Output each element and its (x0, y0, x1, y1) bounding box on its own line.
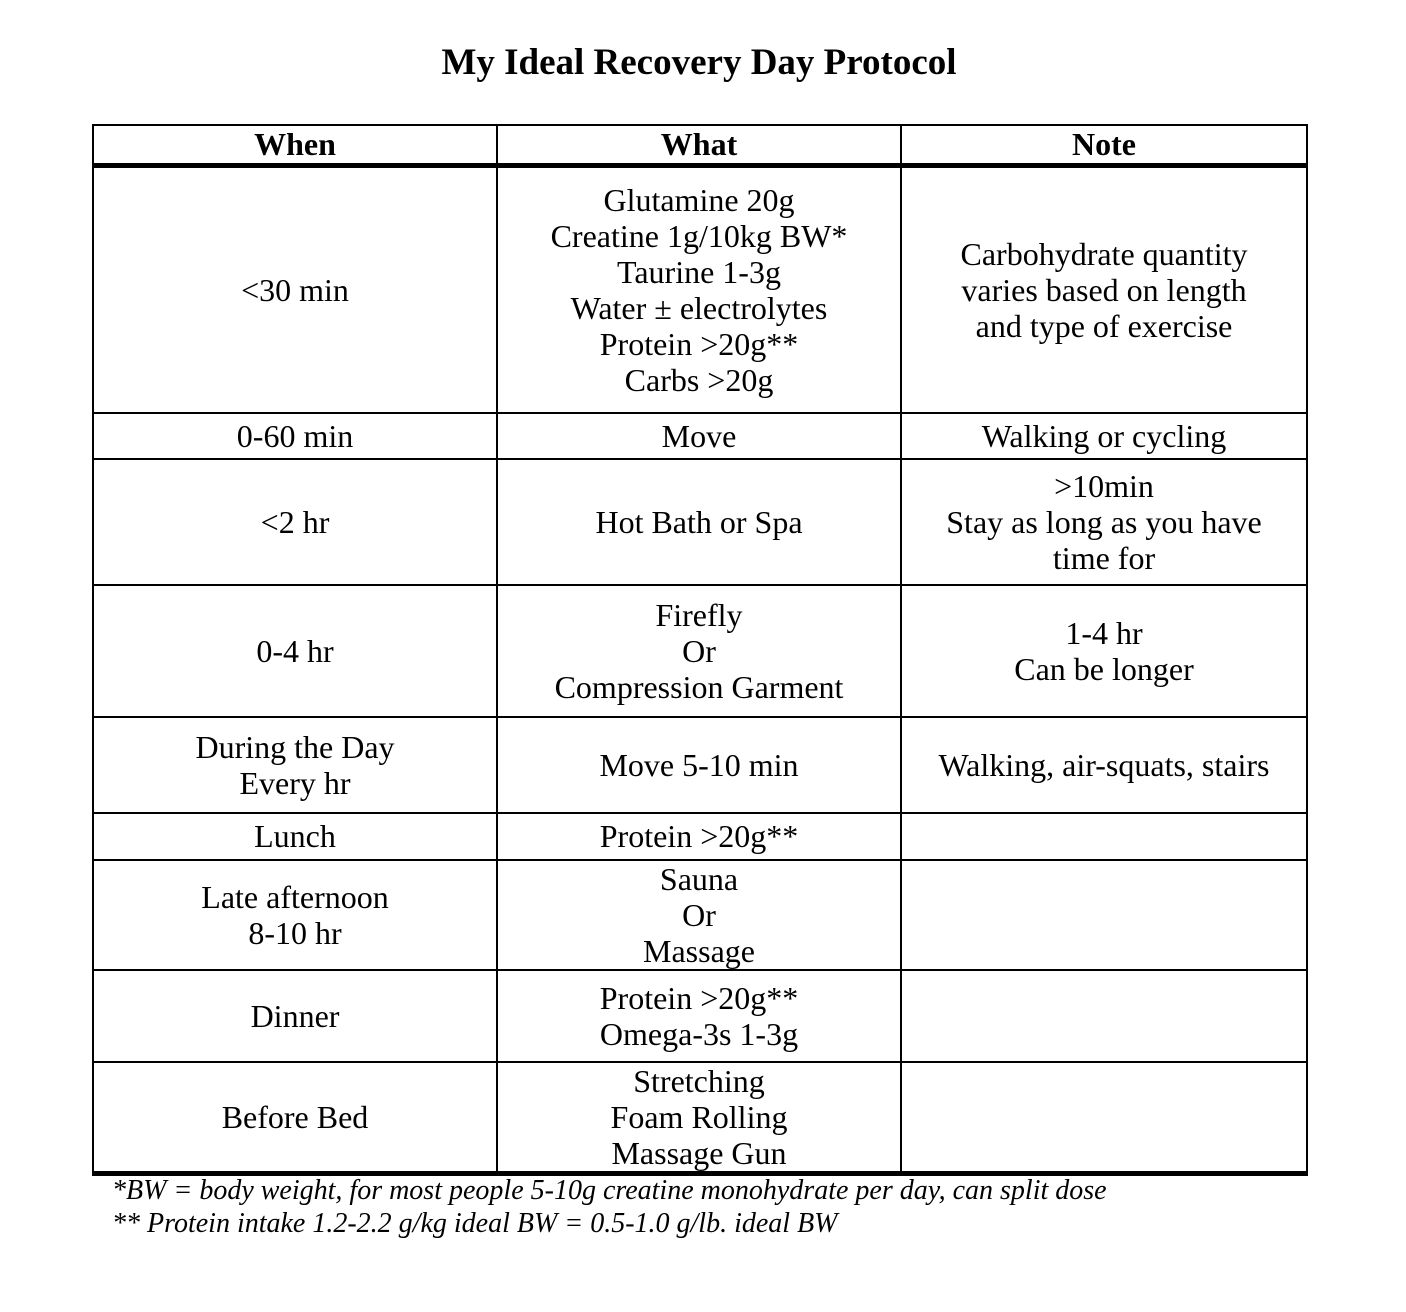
note-cell (900, 811, 1308, 861)
note-cell-line: 1-4 hr (1065, 614, 1143, 651)
note-cell-line: Walking or cycling (981, 417, 1227, 454)
footnote-bw: *BW = body weight, for most people 5-10g… (112, 1175, 1107, 1206)
note-cell-line: Stay as long as you have (946, 503, 1262, 540)
what-cell-line: Stretching (633, 1062, 765, 1099)
what-cell-line: Or (682, 896, 716, 933)
what-cell-line: Foam Rolling (610, 1098, 788, 1135)
footnote-protein: ** Protein intake 1.2-2.2 g/kg ideal BW … (112, 1208, 838, 1239)
note-cell: Walking or cycling (900, 411, 1308, 460)
what-cell-line: Protein >20g** (599, 325, 799, 362)
note-cell-line: time for (1052, 539, 1156, 576)
note-cell-line: Can be longer (1014, 650, 1194, 687)
when-cell-line: 0-4 hr (256, 632, 334, 669)
what-cell-line: Massage Gun (611, 1134, 787, 1171)
column-header-note: Note (900, 125, 1308, 168)
when-cell-line: 0-60 min (236, 417, 354, 454)
what-cell: Protein >20g** (496, 811, 902, 861)
what-cell-line: Glutamine 20g (603, 181, 795, 218)
what-cell-line: Creatine 1g/10kg BW* (550, 217, 848, 254)
note-cell (900, 968, 1308, 1063)
table-header-row: When What Note (92, 125, 1308, 168)
what-cell-line: Omega-3s 1-3g (599, 1015, 799, 1052)
what-cell-line: Massage (643, 932, 755, 969)
note-cell-line: Carbohydrate quantity (960, 235, 1248, 272)
column-header-what: What (496, 125, 902, 168)
what-cell-line: Hot Bath or Spa (595, 503, 803, 540)
when-cell-line: During the Day (195, 728, 395, 765)
note-cell (900, 1060, 1308, 1174)
column-header-when: When (92, 125, 498, 168)
note-cell-line: varies based on length (961, 271, 1247, 308)
when-cell: Dinner (92, 968, 498, 1063)
when-cell: 0-4 hr (92, 583, 498, 718)
what-cell-line: Firefly (655, 596, 743, 633)
when-cell-line: Dinner (250, 997, 340, 1034)
when-cell-line: Lunch (254, 818, 336, 854)
when-cell-line: Before Bed (221, 1098, 369, 1135)
note-cell-line: Walking, air-squats, stairs (938, 746, 1270, 783)
footnotes: *BW = body weight, for most people 5-10g… (112, 1174, 1107, 1240)
when-cell-line: <30 min (241, 271, 349, 308)
what-cell-line: Move 5-10 min (599, 746, 799, 783)
what-cell: Hot Bath or Spa (496, 457, 902, 586)
what-cell-line: Water ± electrolytes (570, 289, 828, 326)
note-cell-line: and type of exercise (975, 307, 1233, 344)
when-cell: Lunch (92, 811, 498, 861)
what-cell-line: Sauna (659, 860, 739, 897)
note-cell-line: >10min (1054, 467, 1154, 504)
when-cell: 0-60 min (92, 411, 498, 460)
table-row: Lunch Protein >20g** (92, 811, 1308, 861)
when-cell: Before Bed (92, 1060, 498, 1174)
when-cell-line: Every hr (239, 764, 351, 801)
when-cell-line: Late afternoon (201, 878, 389, 915)
what-cell-line: Compression Garment (554, 668, 844, 705)
when-cell: <2 hr (92, 457, 498, 586)
note-cell (900, 858, 1308, 971)
what-cell-line: Taurine 1-3g (617, 253, 781, 290)
page-title: My Ideal Recovery Day Protocol (441, 42, 957, 83)
table-row: Dinner Protein >20g**Omega-3s 1-3g (92, 968, 1308, 1063)
what-cell-line: Move (661, 417, 737, 454)
when-cell-line: <2 hr (260, 503, 330, 540)
when-cell: <30 min (92, 164, 498, 414)
what-cell-line: Carbs >20g (624, 361, 774, 398)
what-cell-line: Protein >20g** (599, 979, 799, 1016)
what-cell-line: Or (682, 632, 716, 669)
when-cell-line: 8-10 hr (248, 914, 342, 951)
what-cell: Protein >20g**Omega-3s 1-3g (496, 968, 902, 1063)
what-cell: Move 5-10 min (496, 715, 902, 814)
what-cell-line: Protein >20g** (599, 818, 799, 854)
table-row: 0-60 min Move Walking or cycling (92, 411, 1308, 460)
note-cell: Walking, air-squats, stairs (900, 715, 1308, 814)
what-cell: Move (496, 411, 902, 460)
